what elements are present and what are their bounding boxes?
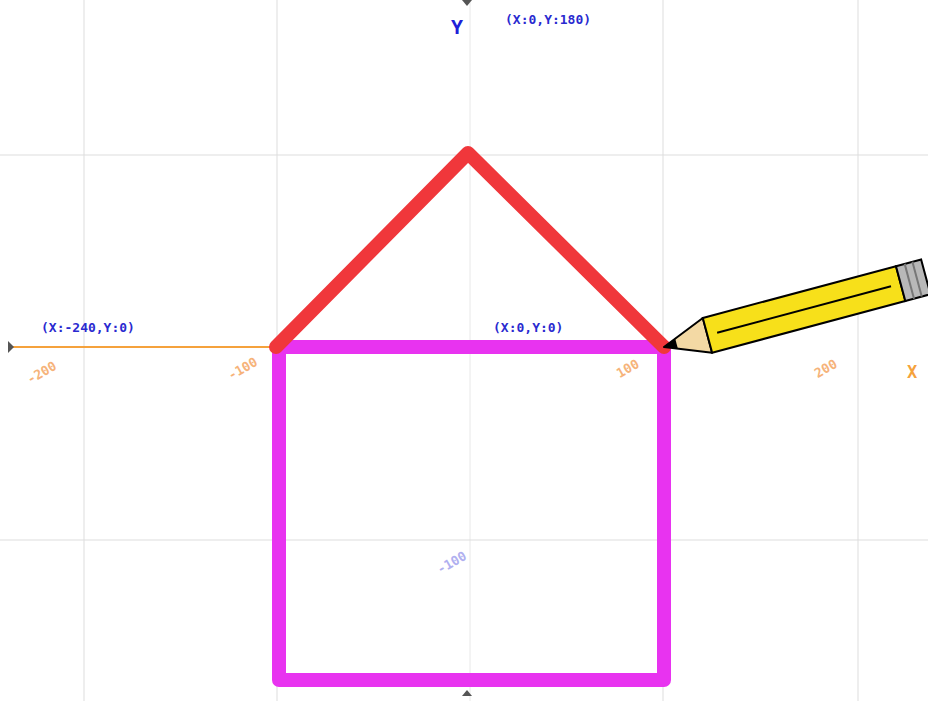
tick-label: -100	[435, 549, 469, 576]
axis-marker	[462, 690, 472, 696]
axis-marker	[8, 341, 14, 353]
tick-label: 100	[614, 357, 641, 380]
coordinate-label: (X:-240,Y:0)	[41, 321, 135, 334]
axis-marker	[462, 0, 472, 6]
house-wall	[279, 347, 664, 680]
coordinate-label: (X:0,Y:180)	[505, 13, 591, 26]
x-axis-line	[10, 346, 272, 348]
coordinate-label: (X:0,Y:0)	[493, 321, 563, 334]
pencil-sprite	[659, 259, 928, 364]
tick-label: -200	[25, 359, 59, 386]
house-roof	[276, 153, 664, 347]
axis-name: Y	[451, 17, 463, 37]
tick-label: 200	[812, 357, 839, 380]
axis-name: X	[907, 364, 917, 381]
tick-label: -100	[226, 355, 260, 382]
